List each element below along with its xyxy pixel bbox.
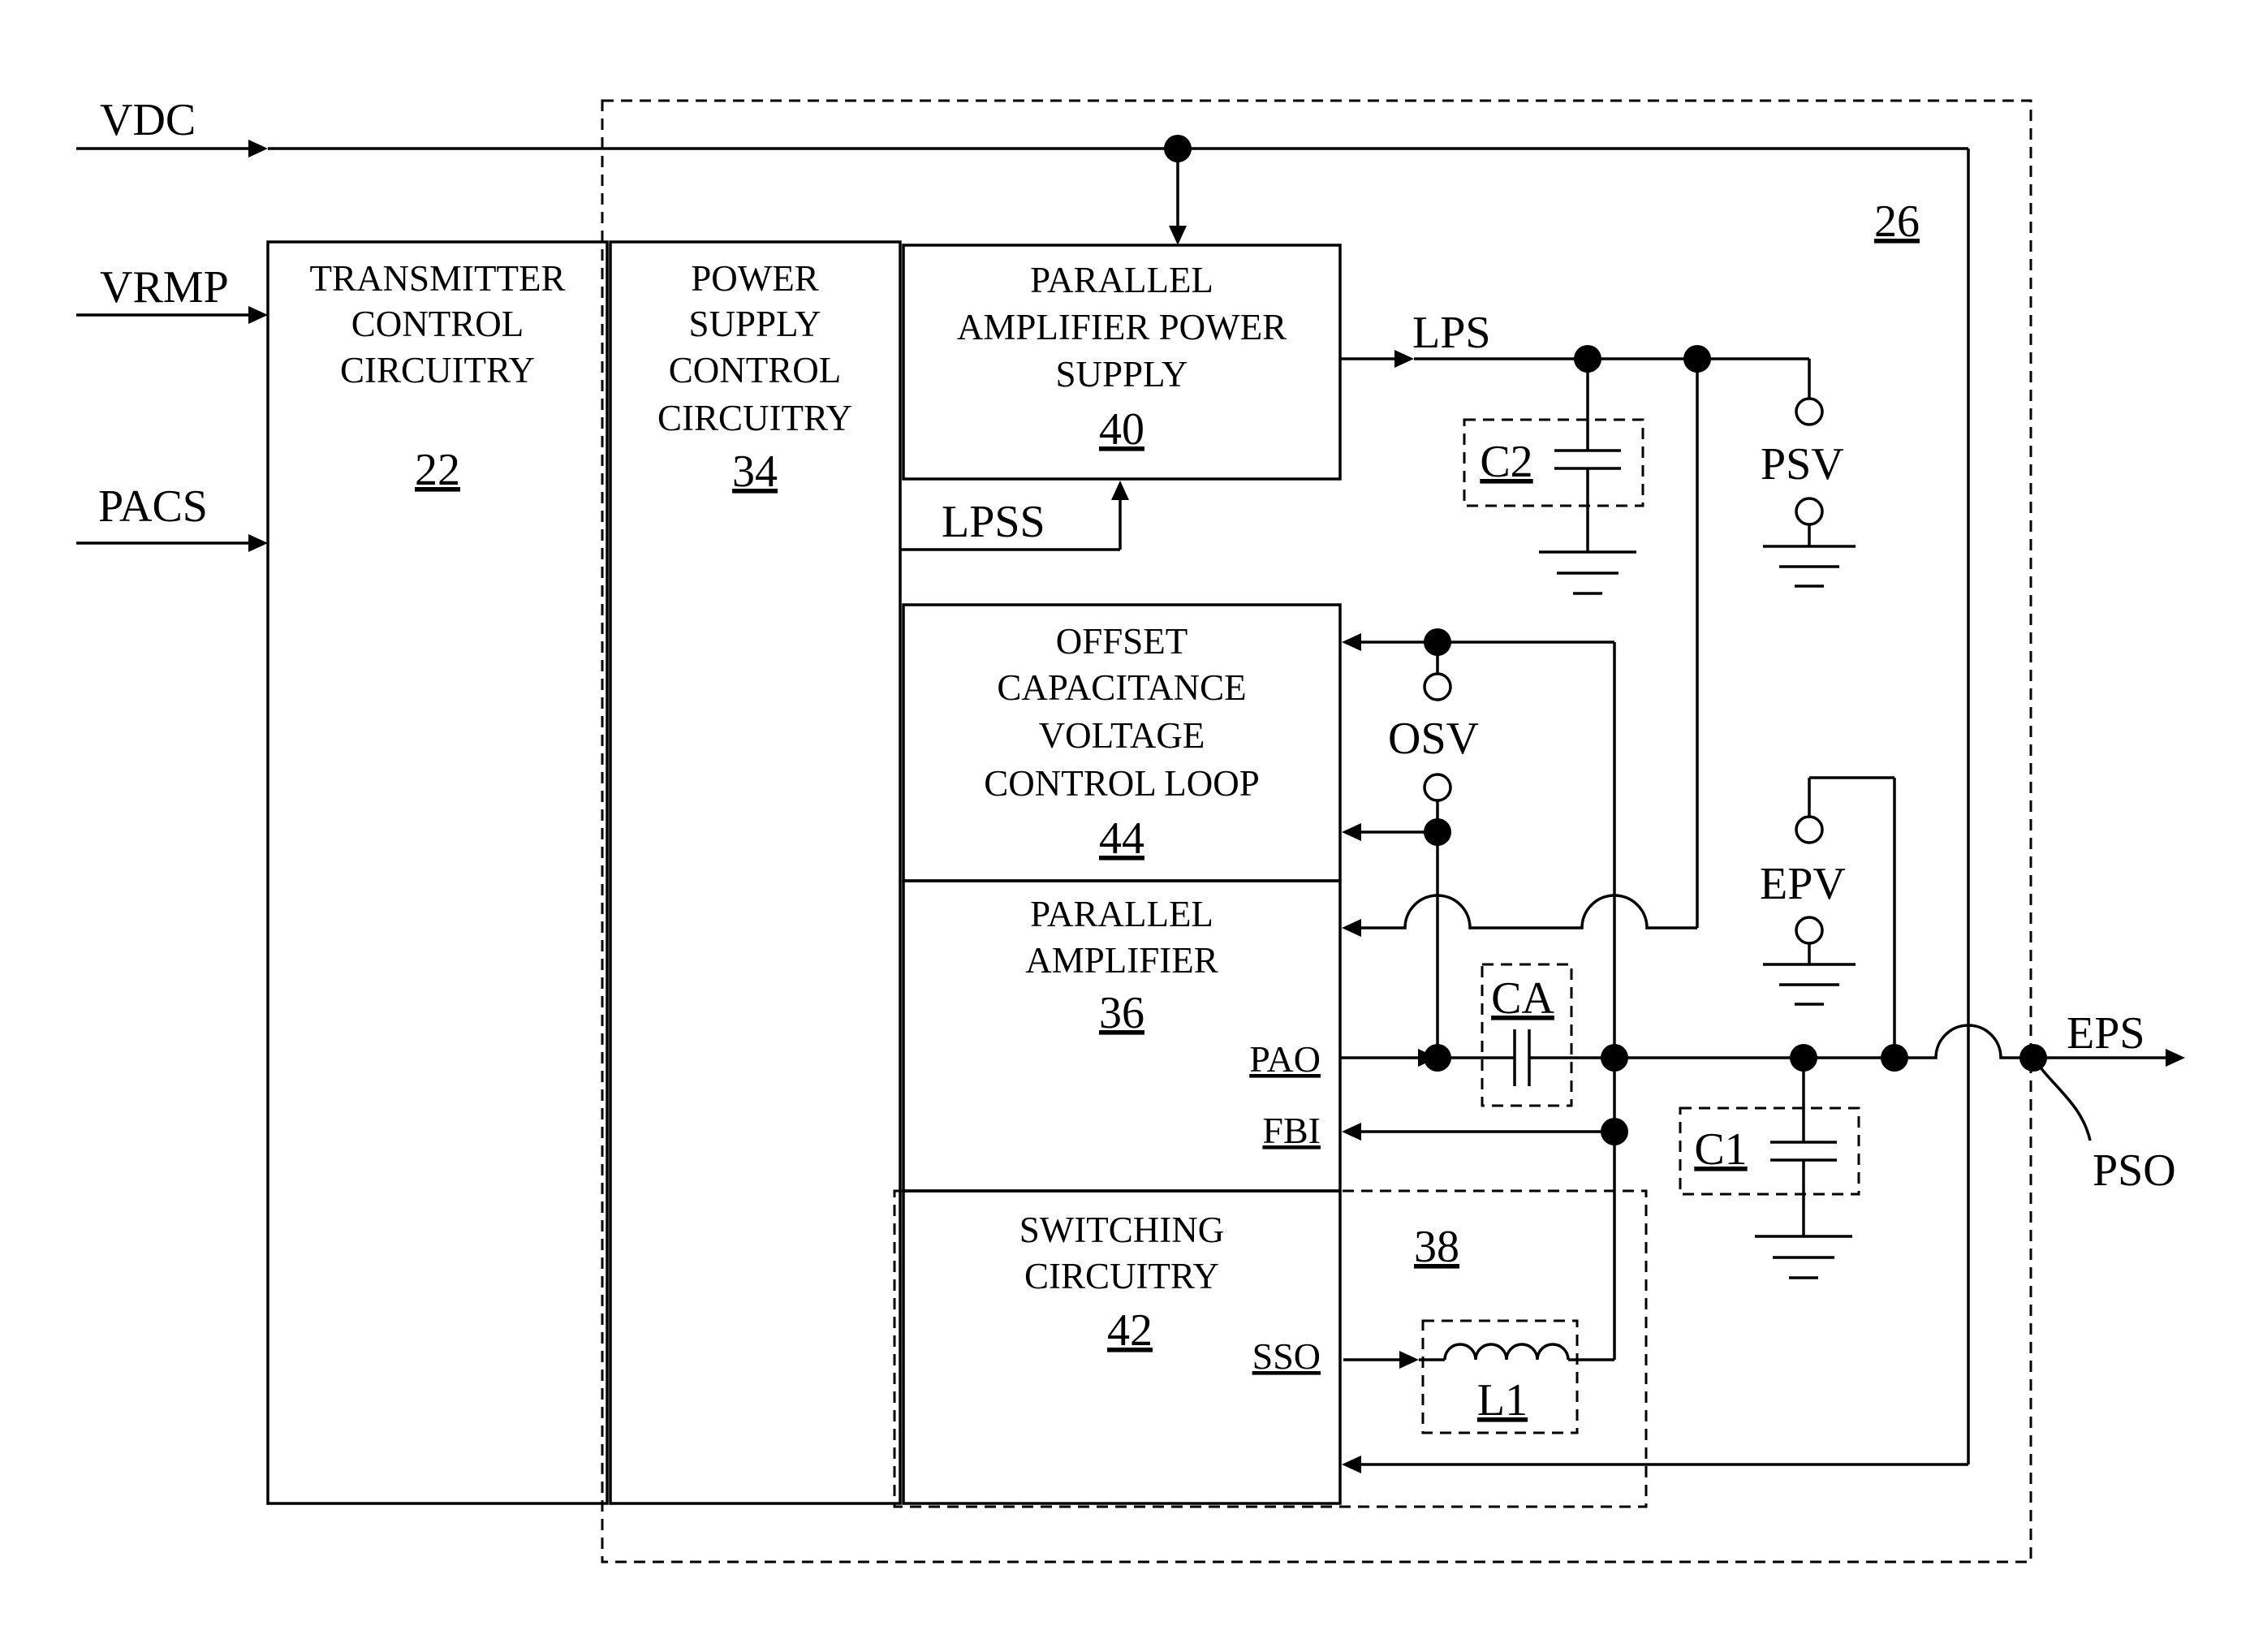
switching-label-line-1: SWITCHING — [1019, 1210, 1224, 1250]
power-supply-control-label-line-2: SUPPLY — [688, 304, 821, 344]
vrmp-input-arrow — [248, 306, 268, 324]
l1-inductor-coil — [1445, 1344, 1568, 1360]
osv-bottom-terminal — [1425, 774, 1450, 800]
pacs-label: PACS — [98, 481, 208, 532]
offset-cap-loop-ref: 44 — [1099, 813, 1144, 864]
pso-pointer-line — [2033, 1058, 2090, 1141]
sso-pin-label: SSO — [1252, 1335, 1321, 1377]
vdc-to-switching-arrow — [1342, 1456, 1361, 1473]
lps-label: LPS — [1412, 308, 1491, 358]
transmitter-ref: 22 — [415, 445, 460, 495]
transmitter-label-line-2: CONTROL — [351, 304, 524, 344]
power-supply-control-label-line-1: POWER — [691, 258, 819, 299]
ca-label: CA — [1491, 973, 1554, 1024]
parallel-amp-power-supply-label-line-3: SUPPLY — [1055, 354, 1188, 395]
vdc-label: VDC — [100, 95, 196, 145]
psv-bottom-terminal — [1796, 498, 1822, 524]
parallel-amp-power-supply-ref: 40 — [1099, 404, 1144, 455]
epv-top-terminal — [1796, 817, 1822, 843]
switching-ref: 42 — [1107, 1305, 1153, 1356]
offset-cap-loop-label-line-1: OFFSET — [1056, 621, 1188, 662]
offset-cap-loop-label-line-3: VOLTAGE — [1039, 715, 1205, 756]
vdc-to-lps-supply-arrow — [1169, 226, 1187, 245]
sso-output-arrow — [1399, 1351, 1419, 1369]
eps-output-arrow — [2166, 1049, 2185, 1067]
psv-label: PSV — [1761, 439, 1844, 490]
parallel-amp-label-line-1: PARALLEL — [1030, 894, 1213, 934]
lps-feed-to-parallel-amp-line — [1360, 895, 1697, 928]
eps-label: EPS — [2067, 1008, 2145, 1059]
transmitter-label-line-3: CIRCUITRY — [340, 350, 535, 390]
vdc-input-arrow — [248, 140, 268, 157]
parallel-amp-power-supply-label-line-2: AMPLIFIER POWER — [957, 307, 1287, 347]
epv-label: EPV — [1760, 859, 1846, 909]
vrmp-label: VRMP — [100, 262, 229, 313]
lpss-arrow — [1111, 481, 1129, 500]
c2-label: C2 — [1480, 437, 1532, 487]
transmitter-control-circuitry-block — [268, 242, 607, 1503]
power-supply-control-ref: 34 — [732, 446, 778, 497]
lps-out-arrow — [1394, 350, 1414, 368]
power-supply-control-label-line-4: CIRCUITRY — [657, 398, 852, 438]
lpss-label: LPSS — [942, 497, 1045, 547]
offset-cap-loop-label-line-2: CAPACITANCE — [997, 667, 1246, 708]
pso-label: PSO — [2093, 1145, 2176, 1196]
ocl-feedback-top-arrow — [1342, 633, 1361, 651]
fbi-pin-label: FBI — [1262, 1110, 1321, 1151]
power-supply-control-label-line-3: CONTROL — [669, 350, 842, 390]
ocl-mid-input-arrow — [1342, 823, 1361, 841]
epv-bottom-terminal — [1796, 917, 1822, 943]
boundary-ref-26: 26 — [1874, 196, 1920, 247]
parallel-amp-ref: 36 — [1099, 988, 1144, 1038]
pao-pin-label: PAO — [1249, 1038, 1321, 1080]
lps-feed-arrow — [1342, 919, 1361, 937]
osv-label: OSV — [1388, 714, 1479, 764]
parallel-amp-power-supply-label-line-1: PARALLEL — [1030, 260, 1213, 300]
subsystem-ref-38: 38 — [1414, 1222, 1459, 1272]
offset-cap-loop-label-line-4: CONTROL LOOP — [984, 763, 1260, 804]
psv-top-terminal — [1796, 399, 1822, 425]
l1-label: L1 — [1477, 1375, 1528, 1426]
switching-label-line-2: CIRCUITRY — [1024, 1256, 1219, 1296]
parallel-amp-label-line-2: AMPLIFIER — [1025, 940, 1218, 981]
transmitter-label-line-1: TRANSMITTER — [310, 258, 566, 299]
fbi-feedback-arrow — [1342, 1123, 1361, 1141]
pacs-input-arrow — [248, 534, 268, 552]
osv-top-terminal — [1425, 674, 1450, 700]
c1-label: C1 — [1694, 1124, 1747, 1175]
